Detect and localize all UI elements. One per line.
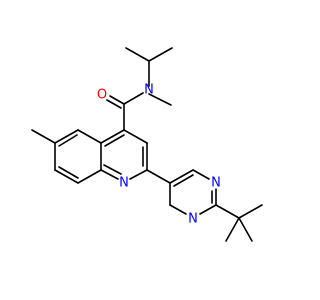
bond: [169, 204, 187, 215]
bond: [123, 129, 148, 144]
oxygen-label: O: [97, 88, 107, 103]
bond: [199, 204, 217, 215]
bond: [104, 134, 125, 147]
bond: [54, 129, 79, 144]
bond: [54, 169, 79, 184]
bond: [125, 47, 150, 62]
bond: [192, 169, 210, 180]
bond: [77, 129, 102, 144]
bond: [238, 204, 263, 219]
bond: [58, 134, 78, 147]
structure-drawing: O N N N N: [31, 47, 263, 242]
bond: [169, 169, 194, 184]
bond: [123, 92, 144, 105]
pyrimidine-nitrogen-top-label: N: [211, 176, 221, 191]
bond: [100, 169, 119, 180]
bond: [31, 129, 56, 144]
bond: [225, 217, 240, 242]
molecule-diagram: O N N N N: [31, 47, 263, 242]
bond: [58, 166, 79, 179]
pyrimidine-nitrogen-bottom-label: N: [188, 212, 198, 227]
bond: [238, 217, 253, 242]
bond: [215, 204, 240, 219]
bond: [146, 169, 171, 184]
quinoline-nitrogen-label: N: [119, 176, 129, 191]
bond: [173, 174, 194, 187]
bond-layer: [31, 47, 263, 242]
bond: [129, 169, 148, 180]
amide-nitrogen-label: N: [144, 83, 154, 98]
bond: [103, 164, 122, 175]
atom-label-layer: O N N N N: [97, 83, 221, 227]
bond: [148, 47, 173, 62]
bond: [100, 129, 125, 144]
bond: [148, 93, 172, 106]
bond: [109, 95, 125, 105]
bond: [106, 99, 122, 109]
bond: [77, 169, 102, 184]
